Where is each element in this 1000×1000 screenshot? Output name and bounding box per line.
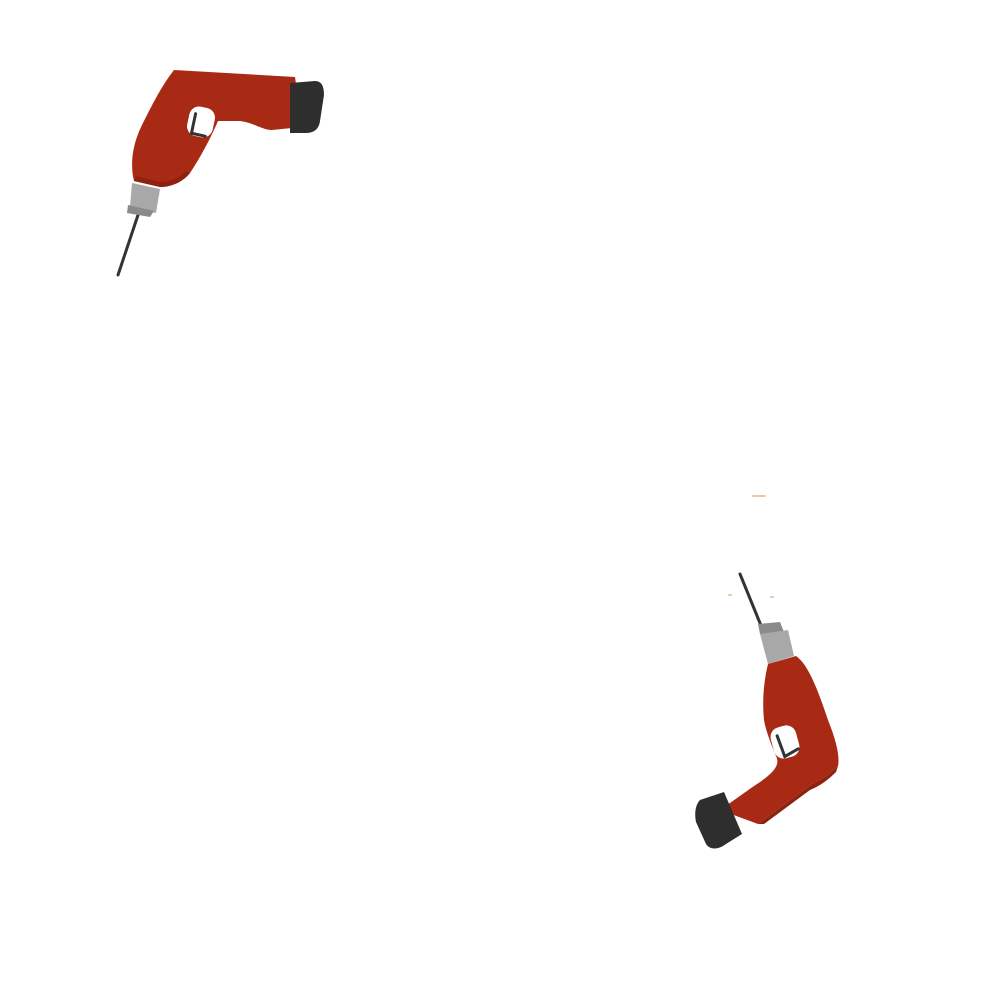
decorative-speck [752,495,766,497]
decorative-speck [728,594,732,596]
power-drill-icon [695,572,839,849]
power-drill-icon [116,70,324,277]
decorative-speck [770,596,774,598]
